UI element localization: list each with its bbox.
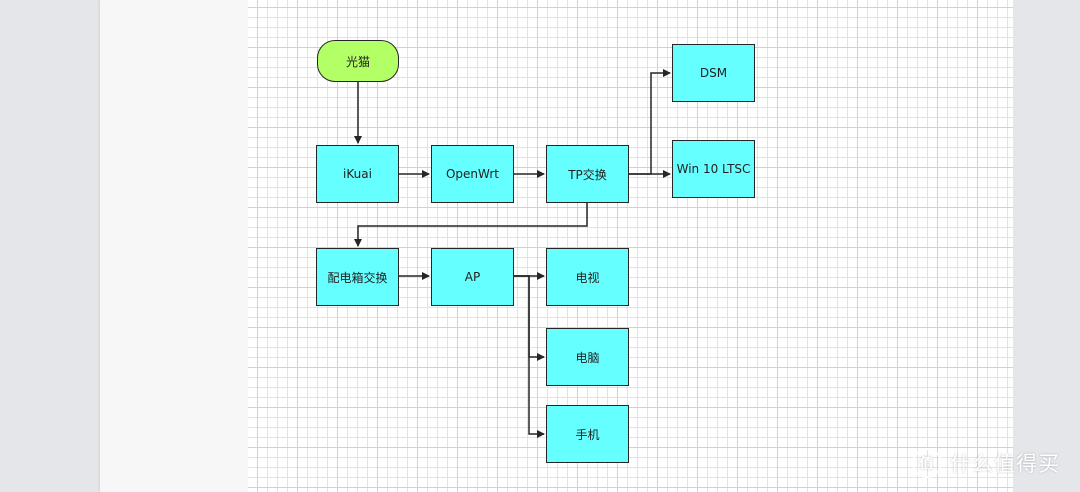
node-tp-switch[interactable]: TP交换 (546, 145, 629, 203)
node-tv[interactable]: 电视 (546, 248, 629, 306)
edge-tp-panel (354, 203, 588, 247)
watermark: 值 什么值得买 (912, 448, 1060, 478)
node-tp-switch-label: TP交换 (568, 167, 607, 182)
node-phone-label: 手机 (575, 427, 600, 442)
edge-tp-dsm (629, 69, 671, 175)
node-phone[interactable]: 手机 (546, 405, 629, 463)
node-dsm-label: DSM (699, 66, 728, 80)
node-ikuai[interactable]: iKuai (316, 145, 399, 203)
watermark-text: 什么值得买 (950, 452, 1060, 476)
watermark-logo-icon: 值 (912, 448, 942, 478)
node-win10[interactable]: Win 10 LTSC (672, 140, 755, 198)
node-panel-switch[interactable]: 配电箱交换 (316, 248, 399, 306)
workspace-left-margin (0, 0, 100, 492)
node-openwrt[interactable]: OpenWrt (431, 145, 514, 203)
edge-ap-phone (514, 275, 545, 438)
node-tv-label: 电视 (575, 270, 600, 285)
node-openwrt-label: OpenWrt (445, 167, 499, 181)
node-guangmao[interactable]: 光猫 (317, 40, 399, 82)
grid-canvas[interactable] (248, 0, 1013, 492)
node-win10-label: Win 10 LTSC (676, 162, 751, 176)
node-dsm[interactable]: DSM (672, 44, 755, 102)
node-guangmao-label: 光猫 (345, 54, 370, 69)
node-ap-label: AP (464, 270, 481, 284)
diagram-page (100, 0, 1013, 492)
node-pc[interactable]: 电脑 (546, 328, 629, 386)
node-ikuai-label: iKuai (343, 167, 372, 181)
node-ap[interactable]: AP (431, 248, 514, 306)
node-panel-switch-label: 配电箱交换 (327, 270, 388, 285)
node-pc-label: 电脑 (575, 350, 600, 365)
